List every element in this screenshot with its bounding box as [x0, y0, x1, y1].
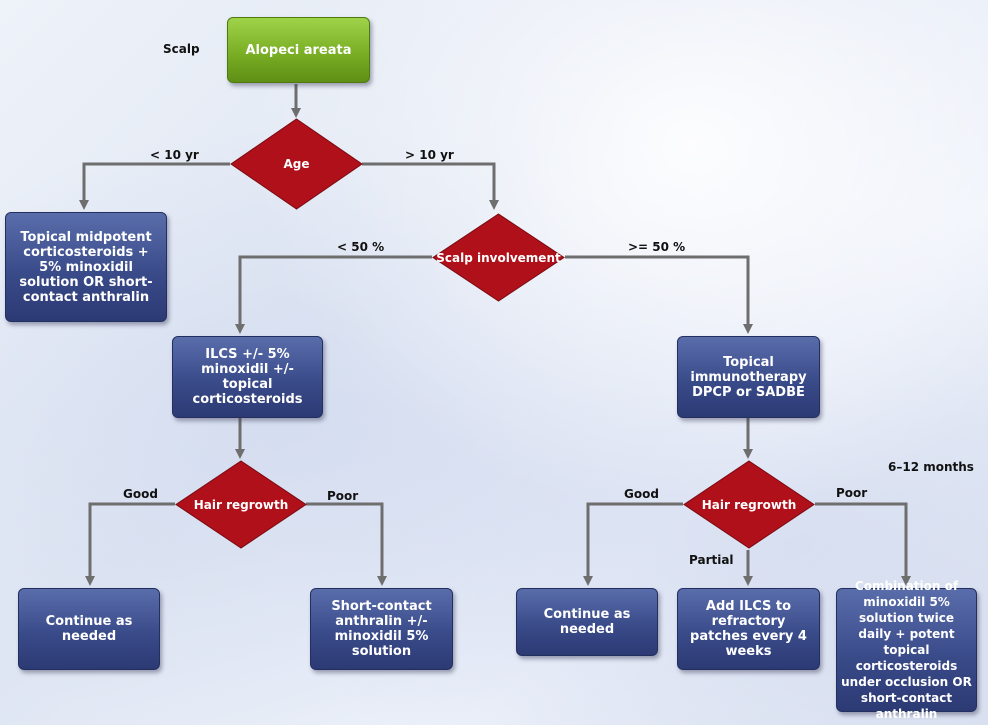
left-good-label: Good	[123, 487, 158, 501]
right-good-label: Good	[624, 487, 659, 501]
right-partial-label: Partial	[689, 553, 734, 567]
age-low-label: < 10 yr	[150, 148, 199, 162]
right-poor-label: Poor	[836, 486, 868, 500]
add-ilcs-box: Add ILCS to refractory patches every 4 w…	[677, 588, 820, 670]
continue-as-needed-left-box: Continue as needed	[18, 588, 160, 670]
decision-scalp-involvement-label: Scalp involvement	[436, 250, 561, 265]
arrow-involvement-low	[235, 255, 432, 334]
arrow-involvement-high	[565, 255, 753, 334]
arrow-right-good	[583, 502, 683, 586]
arrow-age-low	[79, 162, 230, 210]
left-poor-label: Poor	[327, 489, 359, 503]
ilcs-treatment-box: ILCS +/- 5% minoxidil +/- topical cortic…	[172, 336, 323, 418]
start-node-alopecia-areata: Alopeci areata	[227, 17, 370, 83]
decision-hair-regrowth-right-label: Hair regrowth	[701, 497, 797, 512]
scalp-label: Scalp	[163, 42, 200, 56]
anthralin-treatment-box: Short-contact anthralin +/- minoxidil 5%…	[310, 588, 453, 670]
immunotherapy-box: Topical immunotherapy DPCP or SADBE	[677, 336, 820, 418]
decision-scalp-involvement: Scalp involvement	[432, 213, 565, 302]
arrow-age-high	[362, 162, 499, 210]
continue-as-needed-right-box: Continue as needed	[516, 588, 658, 656]
involvement-high-label: >= 50 %	[628, 240, 686, 254]
decision-hair-regrowth-left: Hair regrowth	[175, 460, 307, 549]
decision-hair-regrowth-right: Hair regrowth	[683, 460, 815, 549]
duration-label: 6–12 months	[888, 460, 974, 474]
decision-hair-regrowth-left-label: Hair regrowth	[193, 497, 289, 512]
arrow-left-good	[85, 502, 175, 586]
combination-treatment-box: Combination of minoxidil 5% solution twi…	[836, 579, 977, 721]
age-high-label: > 10 yr	[405, 148, 454, 162]
decision-age-label: Age	[283, 157, 310, 171]
arrow-left-poor	[306, 502, 387, 586]
decision-age: Age	[230, 118, 363, 210]
involvement-low-label: < 50 %	[337, 240, 385, 254]
child-treatment-box: Topical midpotent corticosteroids + 5% m…	[5, 212, 167, 322]
arrow-right-poor	[815, 502, 911, 586]
